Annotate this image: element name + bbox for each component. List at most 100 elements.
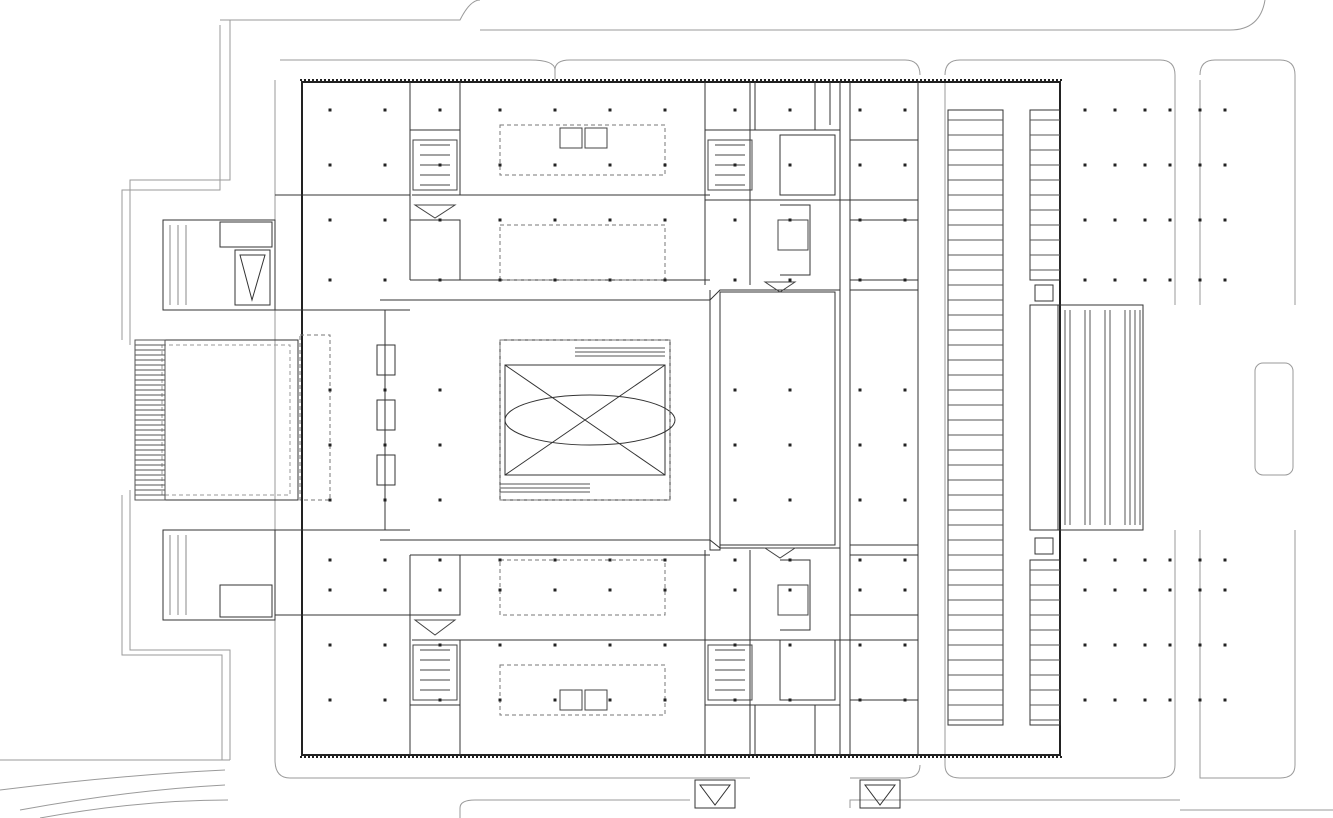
column bbox=[663, 698, 667, 702]
column bbox=[498, 698, 502, 702]
column bbox=[903, 278, 907, 282]
column bbox=[383, 108, 387, 112]
column bbox=[1143, 163, 1147, 167]
column bbox=[733, 498, 737, 502]
column bbox=[553, 643, 557, 647]
column bbox=[498, 218, 502, 222]
column bbox=[553, 588, 557, 592]
column bbox=[1198, 558, 1202, 562]
column bbox=[328, 698, 332, 702]
column bbox=[903, 388, 907, 392]
column bbox=[1168, 588, 1172, 592]
column bbox=[608, 558, 612, 562]
left-entrance bbox=[135, 220, 298, 620]
entrance-stairs bbox=[135, 340, 165, 500]
column bbox=[1083, 163, 1087, 167]
column bbox=[1143, 278, 1147, 282]
column bbox=[858, 498, 862, 502]
column bbox=[1198, 108, 1202, 112]
column bbox=[328, 218, 332, 222]
column bbox=[383, 698, 387, 702]
column bbox=[1143, 218, 1147, 222]
column bbox=[733, 698, 737, 702]
column bbox=[553, 558, 557, 562]
column bbox=[553, 218, 557, 222]
column bbox=[1113, 278, 1117, 282]
column bbox=[438, 558, 442, 562]
column bbox=[328, 388, 332, 392]
column bbox=[498, 163, 502, 167]
column bbox=[1198, 278, 1202, 282]
column bbox=[1143, 643, 1147, 647]
column bbox=[1113, 108, 1117, 112]
building-outline bbox=[300, 80, 1062, 757]
column bbox=[1223, 698, 1227, 702]
column bbox=[1168, 218, 1172, 222]
column bbox=[903, 498, 907, 502]
column bbox=[733, 643, 737, 647]
column bbox=[733, 108, 737, 112]
column bbox=[553, 163, 557, 167]
column bbox=[383, 643, 387, 647]
column bbox=[328, 498, 332, 502]
column bbox=[1198, 163, 1202, 167]
column bbox=[328, 108, 332, 112]
column bbox=[903, 643, 907, 647]
column bbox=[733, 163, 737, 167]
column bbox=[733, 588, 737, 592]
column bbox=[1113, 163, 1117, 167]
column bbox=[1143, 588, 1147, 592]
column bbox=[1143, 698, 1147, 702]
column bbox=[858, 698, 862, 702]
column bbox=[438, 388, 442, 392]
column bbox=[1198, 588, 1202, 592]
column bbox=[1083, 588, 1087, 592]
column bbox=[788, 558, 792, 562]
column bbox=[608, 108, 612, 112]
column bbox=[498, 588, 502, 592]
column bbox=[1223, 218, 1227, 222]
column bbox=[383, 558, 387, 562]
column bbox=[383, 163, 387, 167]
column bbox=[858, 388, 862, 392]
column bbox=[438, 643, 442, 647]
column bbox=[438, 278, 442, 282]
column bbox=[1083, 278, 1087, 282]
column bbox=[1223, 558, 1227, 562]
column bbox=[608, 218, 612, 222]
column bbox=[1168, 558, 1172, 562]
column bbox=[1113, 558, 1117, 562]
column bbox=[328, 278, 332, 282]
column bbox=[1168, 108, 1172, 112]
column bbox=[858, 108, 862, 112]
column bbox=[858, 443, 862, 447]
column bbox=[1223, 588, 1227, 592]
column bbox=[733, 558, 737, 562]
column bbox=[903, 558, 907, 562]
column bbox=[1143, 108, 1147, 112]
column bbox=[733, 278, 737, 282]
column bbox=[438, 443, 442, 447]
column bbox=[1113, 588, 1117, 592]
central-atrium bbox=[500, 340, 675, 500]
column bbox=[1143, 558, 1147, 562]
column bbox=[438, 698, 442, 702]
column bbox=[608, 698, 612, 702]
column bbox=[328, 588, 332, 592]
column bbox=[858, 558, 862, 562]
column bbox=[498, 558, 502, 562]
column bbox=[663, 108, 667, 112]
column bbox=[1198, 218, 1202, 222]
column bbox=[663, 588, 667, 592]
column bbox=[1198, 643, 1202, 647]
column bbox=[663, 278, 667, 282]
column bbox=[1083, 218, 1087, 222]
column bbox=[1113, 643, 1117, 647]
column bbox=[383, 218, 387, 222]
column bbox=[498, 108, 502, 112]
column bbox=[903, 698, 907, 702]
column bbox=[328, 443, 332, 447]
column bbox=[858, 278, 862, 282]
column bbox=[858, 218, 862, 222]
